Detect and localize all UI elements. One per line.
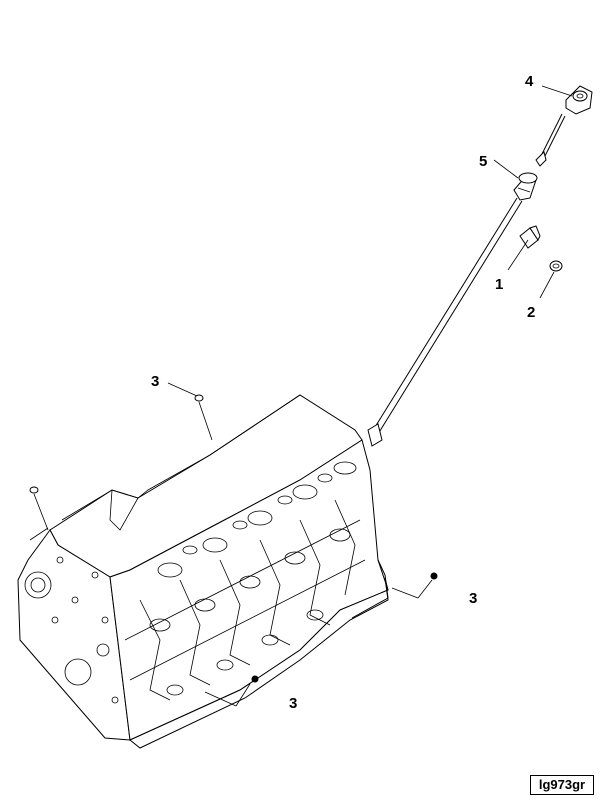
figure-id-label: lg973gr xyxy=(530,775,594,795)
plug-3-rear xyxy=(29,486,39,494)
dipstick xyxy=(535,113,566,167)
callout-5: 5 xyxy=(479,153,487,170)
fitting xyxy=(519,225,541,249)
callout-2: 2 xyxy=(527,304,535,321)
callout-3-right: 3 xyxy=(469,590,477,607)
engine-block xyxy=(17,394,389,749)
plug-3-top xyxy=(194,394,204,402)
dipstick-tube xyxy=(367,197,523,447)
plug-3-right xyxy=(430,572,438,580)
tube-adapter xyxy=(513,172,538,201)
plug xyxy=(549,260,563,272)
callout-3-bottom: 3 xyxy=(289,695,297,712)
callout-3-top: 3 xyxy=(151,373,159,390)
callout-4: 4 xyxy=(525,73,534,90)
dipstick-handle xyxy=(565,85,593,115)
callout-1: 1 xyxy=(495,276,503,293)
plug-3-bottom xyxy=(251,675,259,683)
leader-lines xyxy=(33,85,573,707)
